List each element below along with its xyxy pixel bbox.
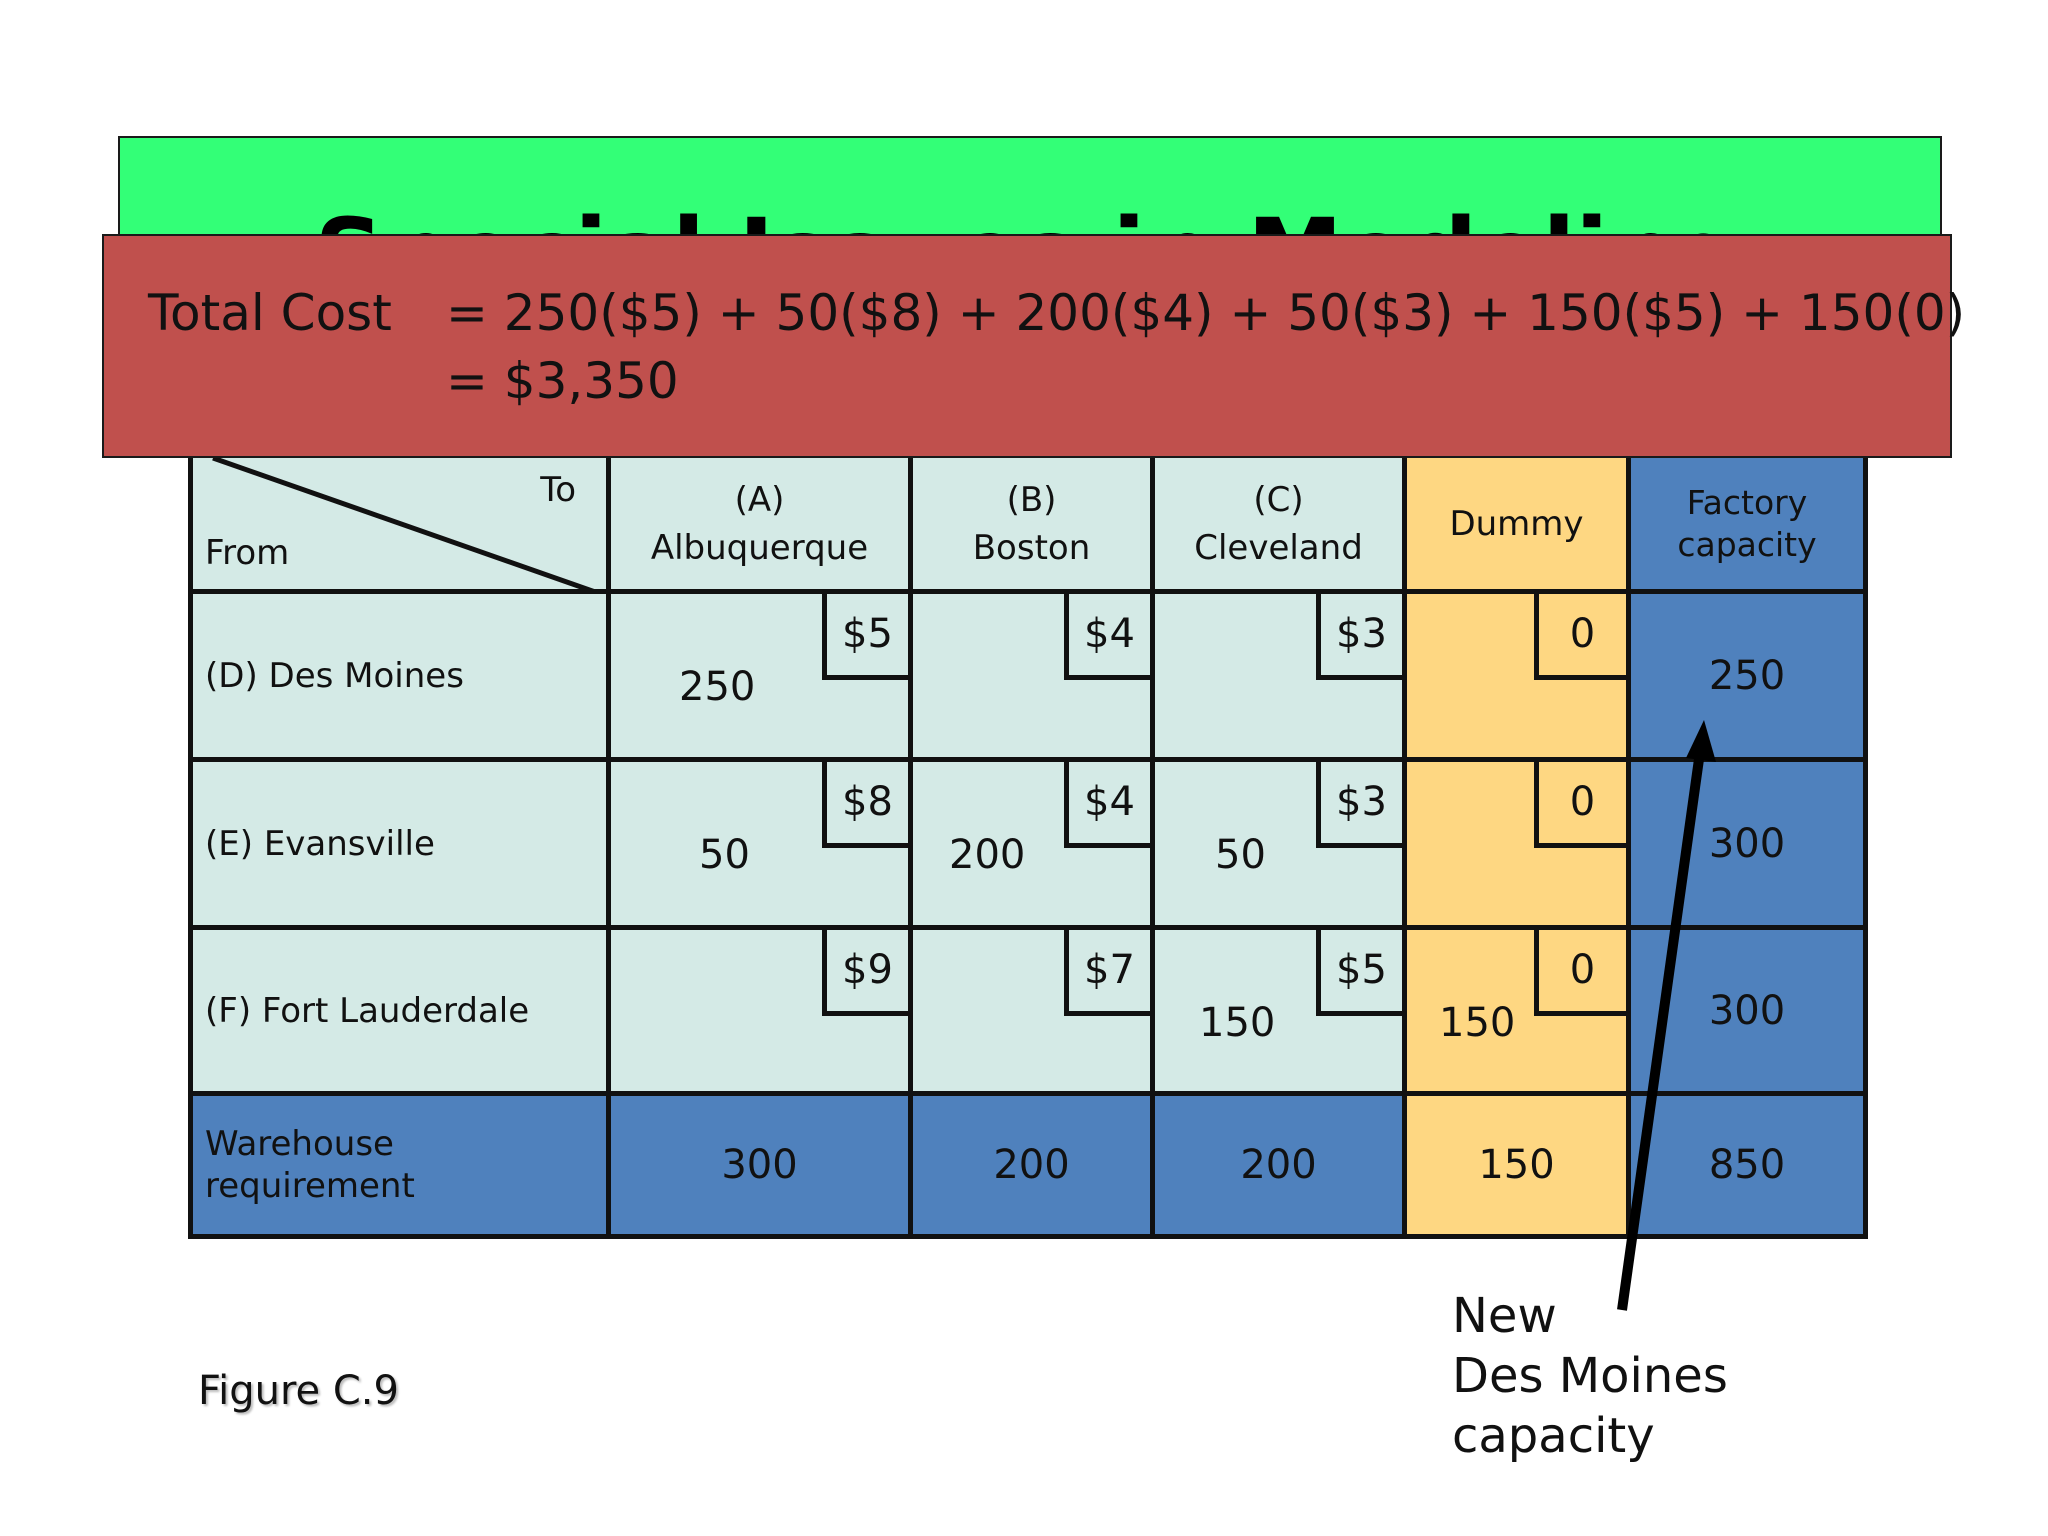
row-label-des-moines: (D) Des Moines xyxy=(193,594,611,762)
cell-d-a: 250 $5 xyxy=(611,594,913,762)
capacity-fort-lauderdale: 300 xyxy=(1631,930,1863,1096)
cell-d-dummy: 0 xyxy=(1407,594,1631,762)
cost-box: 0 xyxy=(1534,762,1626,848)
total-cost-formula: = 250($5) + 50($8) + 200($4) + 50($3) + … xyxy=(446,284,1966,342)
cell-e-dummy: 0 xyxy=(1407,762,1631,930)
figure-label: Figure C.9 xyxy=(198,1368,399,1414)
capacity-des-moines: 250 xyxy=(1631,594,1863,762)
cell-f-b: $7 xyxy=(913,930,1155,1096)
from-label: From xyxy=(205,533,290,573)
cell-e-c: 50 $3 xyxy=(1155,762,1407,930)
cell-f-dummy: 150 0 xyxy=(1407,930,1631,1096)
cell-e-a: 50 $8 xyxy=(611,762,913,930)
allocation: 150 xyxy=(1199,1000,1276,1046)
to-label: To xyxy=(540,470,576,510)
cost-box: $8 xyxy=(822,762,908,848)
column-header-albuquerque: (A)Albuquerque xyxy=(611,458,913,594)
allocation: 150 xyxy=(1439,1000,1516,1046)
column-header-dummy: Dummy xyxy=(1407,458,1631,594)
cost-box: $3 xyxy=(1316,594,1402,680)
requirement-albuquerque: 300 xyxy=(611,1096,913,1234)
corner-diagonal xyxy=(212,458,595,589)
annotation-new-capacity: New Des Moines capacity xyxy=(1452,1288,1728,1464)
allocation: 50 xyxy=(699,832,750,878)
cell-f-c: 150 $5 xyxy=(1155,930,1407,1096)
total-cost-box: Total Cost = 250($5) + 50($8) + 200($4) … xyxy=(102,234,1965,458)
allocation: 200 xyxy=(949,832,1026,878)
cost-box: $7 xyxy=(1064,930,1150,1016)
cost-box: $5 xyxy=(1316,930,1402,1016)
cost-box: $3 xyxy=(1316,762,1402,848)
column-header-boston: (B)Boston xyxy=(913,458,1155,594)
cost-box: $5 xyxy=(822,594,908,680)
cost-box: $4 xyxy=(1064,594,1150,680)
allocation: 50 xyxy=(1215,832,1266,878)
cost-box: 0 xyxy=(1534,594,1626,680)
allocation: 250 xyxy=(679,664,756,710)
row-label-fort-lauderdale: (F) Fort Lauderdale xyxy=(193,930,611,1096)
requirement-dummy: 150 xyxy=(1407,1096,1631,1234)
total-cost-label: Total Cost xyxy=(148,284,392,342)
transportation-table: To From (A)Albuquerque (B)Boston (C)Clev… xyxy=(188,458,1868,1239)
corner-cell: To From xyxy=(193,458,611,594)
capacity-evansville: 300 xyxy=(1631,762,1863,930)
cell-f-a: $9 xyxy=(611,930,913,1096)
requirement-cleveland: 200 xyxy=(1155,1096,1407,1234)
column-header-cleveland: (C)Cleveland xyxy=(1155,458,1407,594)
total-cost-result: = $3,350 xyxy=(446,352,679,410)
cell-d-b: $4 xyxy=(913,594,1155,762)
cell-d-c: $3 xyxy=(1155,594,1407,762)
cell-e-b: 200 $4 xyxy=(913,762,1155,930)
cost-box: $9 xyxy=(822,930,908,1016)
cost-box: 0 xyxy=(1534,930,1626,1016)
row-label-evansville: (E) Evansville xyxy=(193,762,611,930)
cost-box: $4 xyxy=(1064,762,1150,848)
requirement-boston: 200 xyxy=(913,1096,1155,1234)
requirement-total: 850 xyxy=(1631,1096,1863,1234)
